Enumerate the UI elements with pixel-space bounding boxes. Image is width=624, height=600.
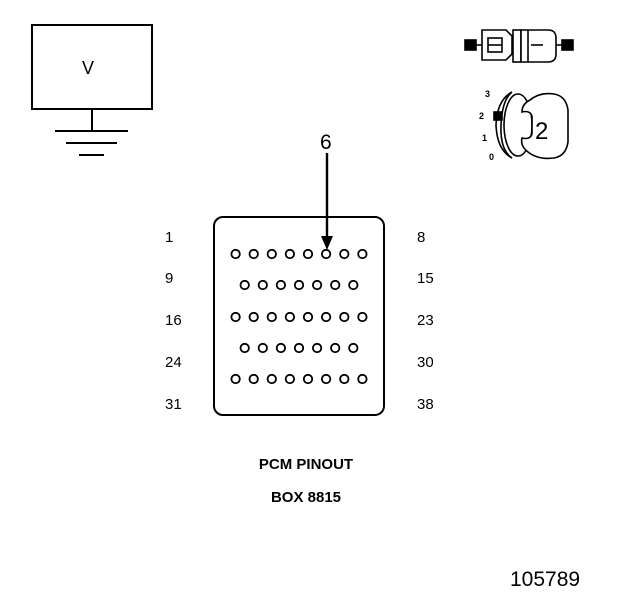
connector-pin [293, 342, 305, 354]
pin-marker-label: 6 [320, 131, 332, 154]
connector-pin [339, 311, 350, 323]
row-label-right-3: 23 [417, 312, 434, 329]
connector-pin [248, 248, 259, 260]
connector-pin [230, 311, 241, 323]
connector-pin [275, 342, 286, 354]
connector-pin [302, 311, 314, 323]
row-label-left-5: 31 [165, 396, 182, 413]
row-label-right-4: 30 [417, 354, 434, 371]
connector-pins [230, 248, 368, 385]
row-label-right-5: 38 [417, 396, 434, 413]
connector-pin [311, 342, 323, 354]
connector-pin [339, 373, 350, 385]
connector-pin [266, 248, 277, 260]
key-position-0: 0 [489, 152, 495, 162]
reference-number: 105789 [510, 568, 581, 591]
connector-pin [239, 279, 250, 291]
connector-pin [302, 248, 314, 260]
connector-pin [275, 279, 286, 291]
connector-plug-icon [464, 29, 574, 63]
connector-pin [320, 311, 332, 323]
pcm-connector-housing [213, 216, 385, 416]
voltmeter-label: V [82, 58, 95, 78]
connector-pin [302, 373, 314, 385]
connector-pin [357, 248, 368, 260]
connector-pin [257, 279, 268, 291]
key-position-3: 3 [485, 89, 491, 99]
key-selected-position: 2 [535, 118, 549, 145]
diagram-subtitle: BOX 8815 [270, 489, 342, 506]
connector-pin [311, 279, 323, 291]
connector-pin [357, 311, 368, 323]
connector-pin [248, 373, 259, 385]
ignition-key-icon [493, 91, 569, 160]
row-label-right-2: 15 [417, 270, 434, 287]
ground-symbol [55, 130, 128, 156]
connector-pin [293, 279, 305, 291]
connector-pin [230, 248, 241, 260]
connector-pin [248, 311, 259, 323]
connector-pin [266, 311, 277, 323]
row-label-left-3: 16 [165, 312, 182, 329]
connector-pin [348, 279, 359, 291]
connector-pin [330, 342, 341, 354]
connector-pin [239, 342, 250, 354]
diagram-title: PCM PINOUT [258, 456, 354, 473]
row-label-left-2: 9 [165, 270, 174, 287]
connector-pin [330, 279, 341, 291]
row-label-left-4: 24 [165, 354, 182, 371]
connector-pin [348, 342, 359, 354]
row-label-right-1: 8 [417, 229, 426, 246]
connector-pin [266, 373, 277, 385]
key-position-2: 2 [479, 111, 485, 121]
connector-pin [284, 248, 295, 260]
pin-pointer-arrowhead [321, 236, 333, 250]
key-position-1: 1 [482, 133, 488, 143]
connector-pin [257, 342, 268, 354]
connector-pin [320, 373, 332, 385]
connector-pin [357, 373, 368, 385]
connector-pin [339, 248, 350, 260]
row-label-left-1: 1 [165, 229, 174, 246]
connector-pin [284, 311, 295, 323]
connector-pin [230, 373, 241, 385]
connector-pin [284, 373, 295, 385]
connector-pin [320, 248, 332, 260]
